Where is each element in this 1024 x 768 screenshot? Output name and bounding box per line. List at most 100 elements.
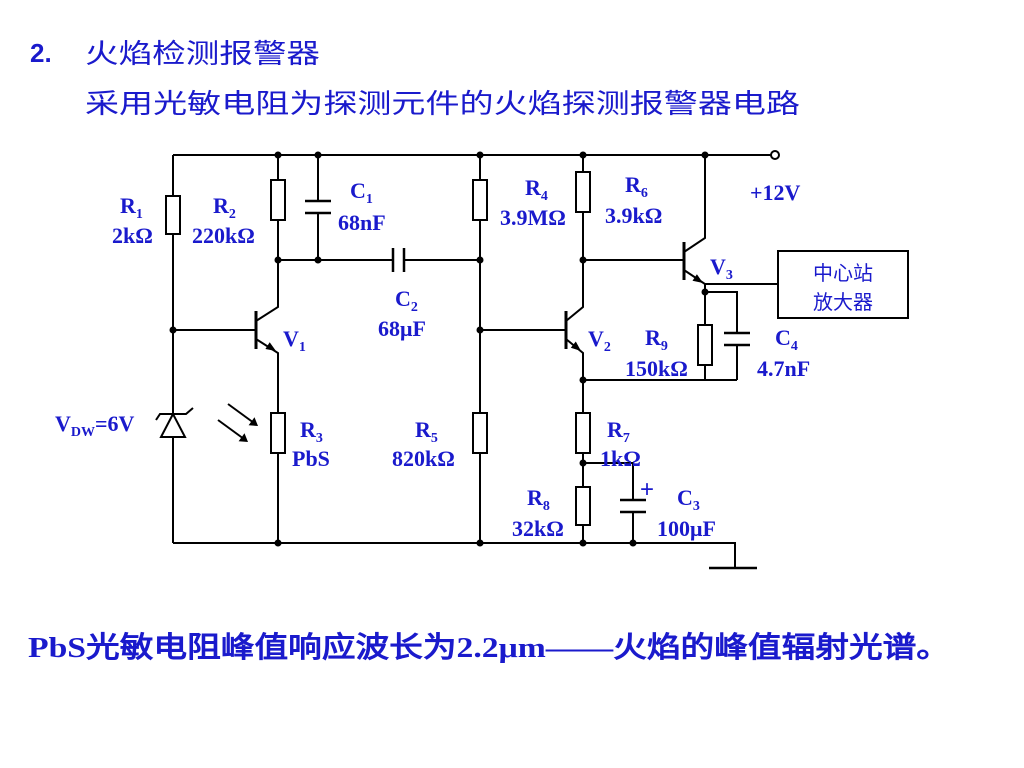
r9-value: 150kΩ: [625, 356, 688, 381]
supply-voltage-label: +12V: [750, 180, 801, 205]
r4-value: 3.9MΩ: [500, 205, 566, 230]
resistors: [165, 171, 713, 526]
v1-label: V1: [283, 326, 306, 355]
r1-label: R1: [120, 193, 143, 222]
wire-c4-branch: [705, 291, 738, 380]
v2-subscript: 2: [604, 340, 611, 355]
junction-dot: [274, 539, 282, 547]
capacitor-c3-polarity: +: [640, 476, 654, 503]
amplifier-label-line2: 放大器: [813, 291, 873, 314]
c1-label: C1: [350, 178, 373, 207]
r5-subscript: 5: [431, 431, 438, 446]
c1-letter: C: [350, 178, 366, 203]
r7-label: R7: [607, 417, 630, 446]
r9-label: R9: [645, 325, 668, 354]
junction-dot: [579, 256, 587, 264]
wire-v3-collector: [683, 155, 706, 253]
junction-dot: [579, 376, 587, 384]
c1-subscript: 1: [366, 192, 373, 207]
c3-value: 100μF: [657, 516, 716, 541]
resistor-r7-body: [575, 412, 591, 454]
resistor-r2-body: [270, 179, 286, 221]
light-arrow-line: [217, 419, 245, 440]
c4-value: 4.7nF: [757, 356, 810, 381]
resistor-r5-body: [472, 412, 488, 454]
junction-dot: [701, 288, 709, 296]
junction-dot: [476, 326, 484, 334]
c1-value: 68nF: [338, 210, 386, 235]
c3-label: C3: [677, 485, 700, 514]
component-labels: +12V R1 2kΩ R2 220kΩ C1 68nF R4 3.9MΩ R6…: [55, 172, 810, 541]
transistor-v2-emitter-arrow: [570, 341, 581, 351]
c2-value: 68μF: [378, 316, 426, 341]
junction-dot: [274, 256, 282, 264]
junction-dot: [274, 151, 282, 159]
r2-value: 220kΩ: [192, 223, 255, 248]
junction-dot: [476, 539, 484, 547]
resistor-r1-body: [165, 195, 181, 235]
junction-dots: [169, 151, 709, 547]
r9-letter: R: [645, 325, 662, 350]
c3-letter: C: [677, 485, 693, 510]
r7-value: 1kΩ: [600, 446, 641, 471]
r4-subscript: 4: [541, 189, 548, 204]
capacitor-c2-plates: [391, 248, 406, 272]
zener-value: =6V: [95, 411, 135, 436]
capacitor-c4-plates: [724, 331, 750, 347]
r2-label: R2: [213, 193, 236, 222]
wire-v1-emitter: [255, 338, 279, 543]
c4-label: C4: [775, 325, 798, 354]
c2-letter: C: [395, 286, 411, 311]
r1-letter: R: [120, 193, 137, 218]
footer-note: PbS光敏电阻峰值响应波长为2.2μm——火焰的峰值辐射光谱。: [28, 630, 950, 664]
junction-dot: [629, 539, 637, 547]
r7-letter: R: [607, 417, 624, 442]
central-station-amplifier: 中心站 放大器: [777, 250, 909, 319]
photoresistor-r3-body: [270, 412, 286, 454]
r3-label: R3: [300, 417, 323, 446]
r3-value: PbS: [292, 446, 330, 471]
resistor-r9-body: [697, 324, 713, 366]
zener-label: VDW=6V: [55, 411, 135, 440]
amplifier-box: [777, 250, 909, 319]
junction-dot: [314, 256, 322, 264]
amplifier-label-line1: 中心站: [813, 262, 873, 285]
r6-subscript: 6: [641, 186, 648, 201]
v1-letter: V: [283, 326, 299, 351]
section-title: 火焰检测报警器: [85, 39, 320, 69]
wire-v1-collector: [255, 260, 279, 322]
circuit-caption: 采用光敏电阻为探测元件的火焰探测报警器电路: [85, 89, 800, 119]
wiring: [172, 150, 780, 570]
supply-terminal: [770, 150, 780, 160]
light-arrow-line: [227, 403, 255, 424]
zener-bar: [155, 407, 194, 421]
r2-subscript: 2: [229, 207, 236, 222]
r8-label: R8: [527, 485, 550, 514]
light-arrow-head: [248, 417, 258, 426]
v3-subscript: 3: [726, 268, 733, 283]
capacitor-c1-plates: [305, 199, 331, 215]
transistors: [254, 242, 703, 351]
capacitors: +: [305, 199, 750, 514]
resistor-r8-body: [575, 486, 591, 526]
v3-letter: V: [710, 254, 726, 279]
r4-label: R4: [525, 175, 548, 204]
bottom-ground-rail: [173, 542, 736, 568]
wire-v2-collector: [565, 260, 584, 322]
junction-dot: [476, 256, 484, 264]
v1-subscript: 1: [299, 340, 306, 355]
r5-label: R5: [415, 417, 438, 446]
junction-dot: [579, 459, 587, 467]
zener-diode: [155, 407, 194, 438]
r2-letter: R: [213, 193, 230, 218]
light-arrow-head: [238, 433, 248, 442]
c2-label: C2: [395, 286, 418, 315]
r7-subscript: 7: [623, 431, 630, 446]
r1-subscript: 1: [136, 207, 143, 222]
resistor-r4-body: [472, 179, 488, 221]
r5-letter: R: [415, 417, 432, 442]
v2-letter: V: [588, 326, 604, 351]
r5-value: 820kΩ: [392, 446, 455, 471]
